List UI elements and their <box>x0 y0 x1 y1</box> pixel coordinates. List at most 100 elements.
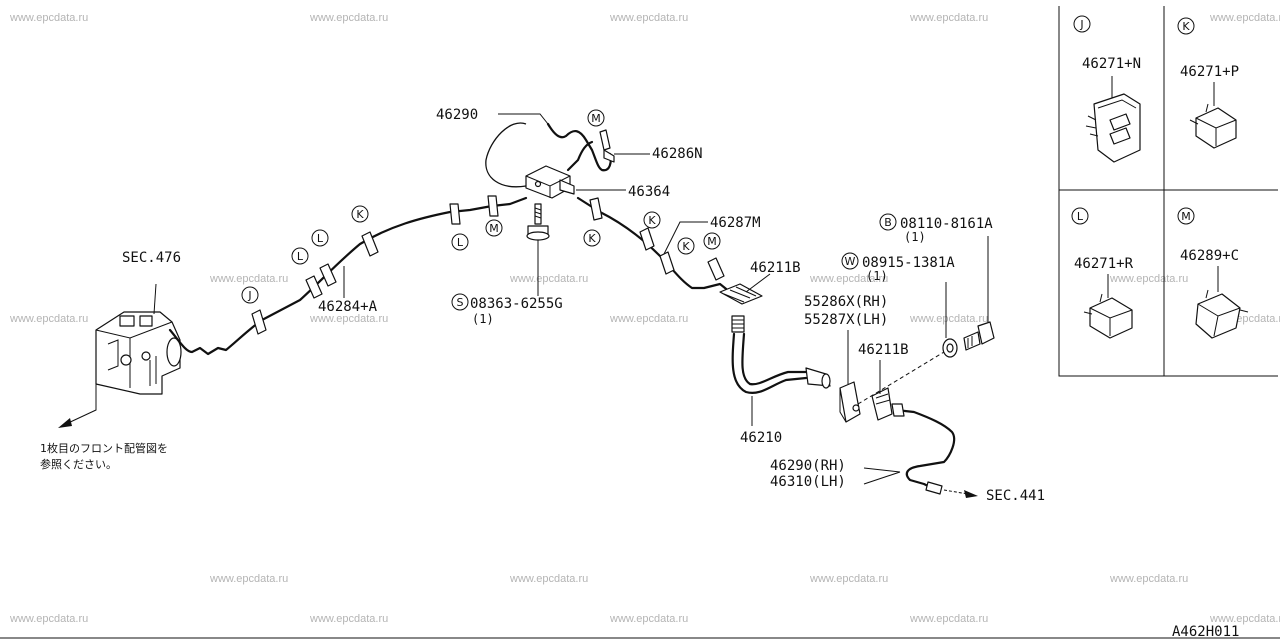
tube-clip-k-3 <box>639 227 655 251</box>
fitting-46290-rear <box>925 481 943 495</box>
legend-m-part: 46289+C <box>1180 248 1239 264</box>
watermark-layer: www.epcdata.ru www.epcdata.ru www.epcdat… <box>9 12 1280 625</box>
callout-w-letter: W <box>845 255 856 268</box>
tube-46290-bend <box>546 122 612 172</box>
junction-block-46364 <box>525 165 575 199</box>
callout-k-letter: K <box>588 232 596 245</box>
tube-clip-m-1 <box>487 195 499 217</box>
callout-s: S <box>451 293 469 311</box>
tube-clip-l-2 <box>319 263 337 287</box>
watermark: www.epcdata.ru <box>809 573 888 585</box>
tube-46290-joint <box>566 140 594 172</box>
callout-l-2: L <box>311 229 329 247</box>
leader-46310-lh <box>863 471 901 485</box>
callout-m-letter: M <box>707 235 717 248</box>
legend-k-letter: K <box>1182 20 1190 33</box>
drawing-code: A462H011 <box>1172 624 1239 640</box>
tube-clip-k-4 <box>659 251 675 275</box>
part-46284a-label: 46284+A <box>318 299 378 315</box>
part-46211b-upper-label: 46211B <box>750 260 801 276</box>
clip-46286n <box>599 129 611 151</box>
watermark: www.epcdata.ru <box>209 273 288 285</box>
bolt-08363 <box>526 203 550 241</box>
watermark: www.epcdata.ru <box>1109 573 1188 585</box>
callout-m-letter: M <box>591 112 601 125</box>
sec-476-label: SEC.476 <box>122 250 181 266</box>
callout-j-letter: J <box>247 289 251 302</box>
legend-m-letter: M <box>1181 210 1191 223</box>
callout-k-3: K <box>643 211 661 229</box>
watermark: www.epcdata.ru <box>309 613 388 625</box>
assembly-line <box>857 351 945 405</box>
part-46310-lh-label: 46310(LH) <box>770 474 846 490</box>
legend-l-letter: L <box>1077 210 1084 223</box>
watermark: www.epcdata.ru <box>309 12 388 24</box>
bracket-46211b-lower <box>871 387 893 421</box>
leader-46290-top <box>498 113 549 125</box>
tube-46290-upper <box>485 122 527 188</box>
part-46210-label: 46210 <box>740 430 782 446</box>
callout-m-letter: M <box>489 222 499 235</box>
sec-441-label: SEC.441 <box>986 488 1045 504</box>
tube-clip-m-2 <box>707 257 725 281</box>
part-08363-label: 08363-6255G <box>470 296 563 312</box>
fitting-46286n <box>603 149 615 163</box>
callout-k-letter: K <box>682 240 690 253</box>
part-46287m-label: 46287M <box>710 215 761 231</box>
clip-46271r-icon <box>1083 293 1133 339</box>
callout-k-1: K <box>351 205 369 223</box>
callout-l-3: L <box>451 233 469 251</box>
tube-clip-j <box>251 309 267 335</box>
part-55287x-label: 55287X(LH) <box>804 312 888 328</box>
leader-46290-rh <box>863 467 901 473</box>
watermark: www.epcdata.ru <box>9 12 88 24</box>
part-08363-qty: (1) <box>472 312 494 326</box>
legend-cell-l: L 46271+R <box>1071 207 1134 339</box>
legend-cell-m: M 46289+C <box>1177 207 1249 339</box>
legend-cell-k: K 46271+P <box>1177 17 1239 149</box>
bracket-46211b-upper <box>719 283 763 305</box>
fitting-46290-front <box>891 403 905 417</box>
part-46364-label: 46364 <box>628 184 670 200</box>
tube-46290-46310 <box>894 408 956 490</box>
watermark: www.epcdata.ru <box>209 573 288 585</box>
watermark: www.epcdata.ru <box>609 12 688 24</box>
abs-actuator-unit <box>95 283 182 395</box>
watermark: www.epcdata.ru <box>609 613 688 625</box>
callout-m-top: M <box>587 109 605 127</box>
legend-j-part: 46271+N <box>1082 56 1141 72</box>
part-46290-top-label: 46290 <box>436 107 478 123</box>
callout-k-2: K <box>583 229 601 247</box>
sec-441-arrow-line <box>943 489 969 495</box>
part-46211b-lower-label: 46211B <box>858 342 909 358</box>
watermark: www.epcdata.ru <box>9 613 88 625</box>
watermark: www.epcdata.ru <box>1209 12 1280 24</box>
watermark: www.epcdata.ru <box>509 573 588 585</box>
brake-tube-46284 <box>168 196 528 356</box>
callout-b-letter: B <box>884 216 892 229</box>
part-08110-label: 08110-8161A <box>900 216 993 232</box>
front-tube-arrowhead <box>58 418 72 428</box>
bracket-55286x <box>839 381 861 423</box>
tube-clip-k-1 <box>361 231 379 257</box>
sec-441-arrowhead <box>964 490 978 498</box>
front-reference-note-line2: 参照ください。 <box>40 457 117 471</box>
watermark: www.epcdata.ru <box>909 12 988 24</box>
callout-s-letter: S <box>457 296 464 309</box>
clip-46271n-icon <box>1085 93 1141 163</box>
watermark: www.epcdata.ru <box>309 313 388 325</box>
callout-l-letter: L <box>297 250 304 263</box>
clip-46271p-icon <box>1189 103 1237 149</box>
callout-j: J <box>241 286 259 304</box>
clip-46289c-icon <box>1195 289 1249 339</box>
watermark: www.epcdata.ru <box>909 313 988 325</box>
callout-m-1: M <box>485 219 503 237</box>
watermark: www.epcdata.ru <box>1109 273 1188 285</box>
part-46286n-label: 46286N <box>652 146 703 162</box>
tube-clip-l-1 <box>305 275 323 299</box>
washer-08915 <box>942 338 958 358</box>
callout-b: B <box>879 213 897 231</box>
legend-cell-j: J 46271+N <box>1073 15 1141 163</box>
